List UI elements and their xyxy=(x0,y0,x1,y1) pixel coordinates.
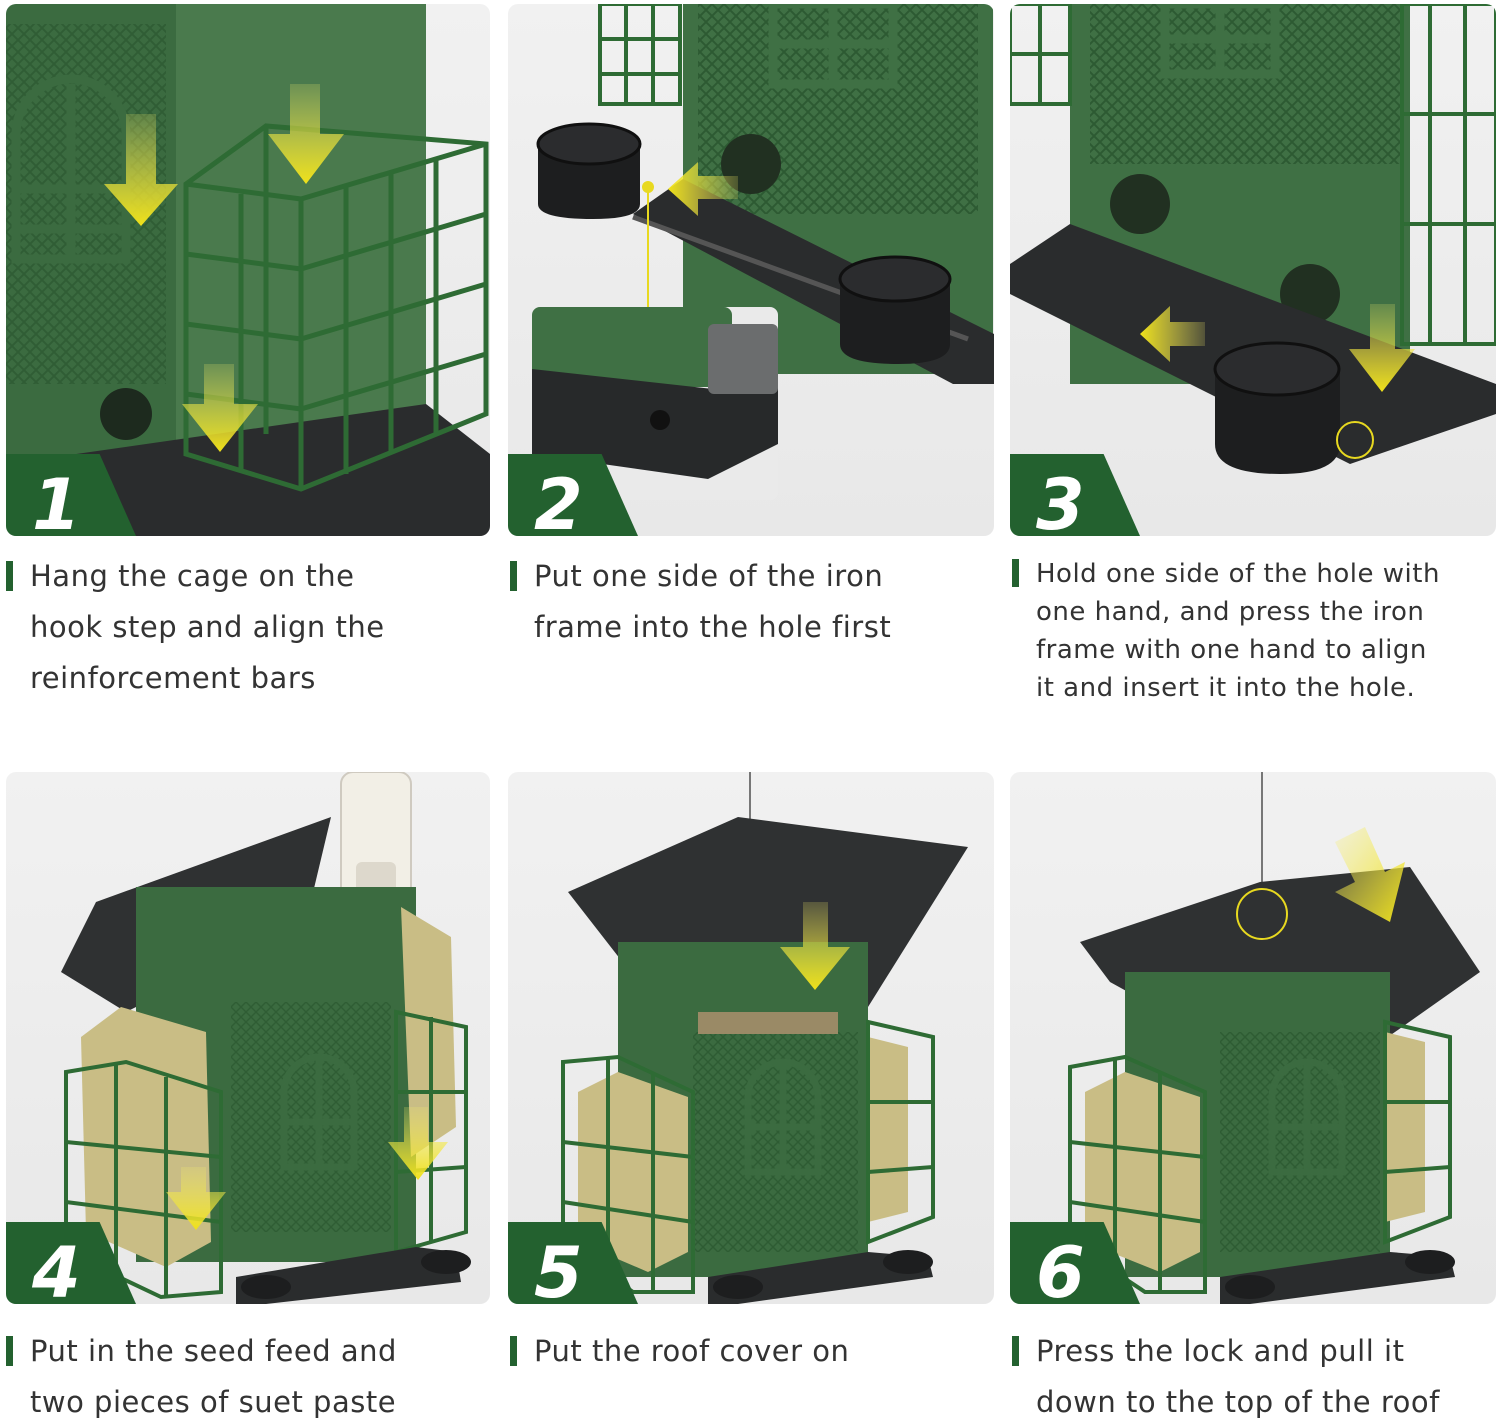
caption-marker xyxy=(6,1336,13,1366)
step-4-illustration xyxy=(61,772,471,1304)
step-4-caption: Put in the seed feed and two pieces of s… xyxy=(6,1326,490,1428)
step-5-illustration xyxy=(561,772,968,1304)
step-6-caption: Press the lock and pull it down to the t… xyxy=(1012,1326,1498,1428)
caption-marker xyxy=(1012,559,1019,587)
arrow-down-icon xyxy=(104,114,178,226)
arrow-down-icon xyxy=(166,1167,226,1230)
step-2-caption: Put one side of the iron frame into the … xyxy=(510,551,994,653)
arrow-left-icon xyxy=(668,162,738,216)
step-2-panel: 2 xyxy=(508,4,994,536)
step-5-caption: Put the roof cover on xyxy=(510,1326,994,1377)
arrow-down-icon xyxy=(182,364,258,452)
step-3-illustration xyxy=(1010,4,1496,474)
arrow-down-icon xyxy=(268,84,344,184)
arrow-down-icon xyxy=(388,1107,448,1180)
suet-block xyxy=(1385,1032,1425,1222)
step-2-illustration xyxy=(532,4,994,500)
window-icon xyxy=(1268,1058,1346,1176)
step-badge: 3 xyxy=(1010,454,1140,536)
feeding-cup xyxy=(1213,341,1341,474)
detail-inset xyxy=(532,307,778,500)
suet-block xyxy=(868,1037,908,1222)
window-icon xyxy=(11,74,131,264)
arrow-down-icon xyxy=(1335,827,1405,922)
step-6-panel: 6 xyxy=(1010,772,1496,1304)
step-4-panel: 4 xyxy=(6,772,490,1304)
feeding-cup xyxy=(838,255,952,364)
suet-block xyxy=(578,1072,688,1272)
step-3-caption: Hold one side of the hole with one hand,… xyxy=(1012,555,1498,707)
arrow-left-icon xyxy=(1140,306,1205,362)
highlight-circle-icon xyxy=(1336,421,1374,459)
step-6-illustration xyxy=(1068,772,1480,1304)
arrow-down-icon xyxy=(780,902,850,990)
highlight-circle-icon xyxy=(1236,888,1288,940)
caption-marker xyxy=(1012,1336,1019,1366)
step-1-caption: Hang the cage on the hook step and align… xyxy=(6,551,490,704)
window-icon xyxy=(280,1053,358,1171)
caption-marker xyxy=(6,561,13,591)
window-icon xyxy=(744,1058,822,1176)
feeding-cup xyxy=(536,122,642,219)
suet-cage xyxy=(183,123,489,492)
step-3-panel: 3 xyxy=(1010,4,1496,536)
suet-block xyxy=(401,907,456,1157)
step-1-illustration xyxy=(6,4,490,536)
step-1-panel: 1 xyxy=(6,4,490,536)
caption-marker xyxy=(510,1336,517,1366)
step-5-panel: 5 xyxy=(508,772,994,1304)
arrow-down-icon xyxy=(1349,304,1415,392)
caption-marker xyxy=(510,561,517,591)
